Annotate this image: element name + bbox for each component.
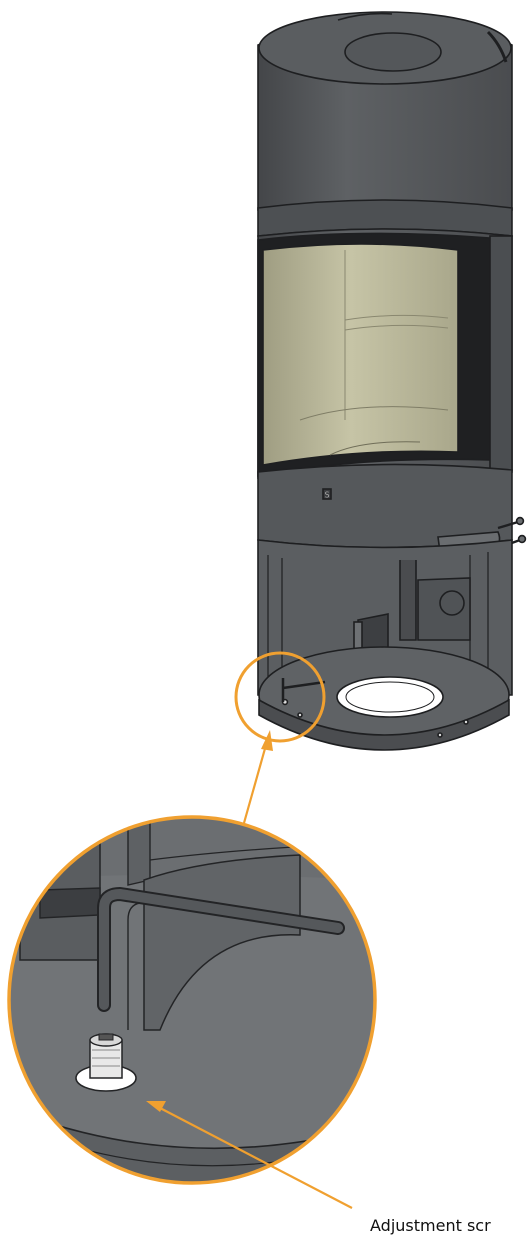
screw-pointer-head [146, 1101, 166, 1112]
callout-arrow-line [242, 744, 268, 824]
highlight-circle [234, 651, 326, 743]
top-plate [344, 32, 442, 72]
zoom-circle [7, 815, 377, 1185]
s-logo-icon: S [325, 491, 330, 500]
stove: S [257, 11, 527, 751]
zoom-detail [7, 815, 377, 1185]
base-rim [258, 698, 510, 751]
side-panel [489, 235, 513, 473]
door-glass [262, 243, 459, 466]
screw-pointer-line [159, 1107, 353, 1209]
base-opening [336, 676, 444, 718]
adjustment-screw-label: Adjustment scr [370, 1216, 491, 1235]
brand-badge [322, 488, 332, 500]
callout-arrow-head [261, 730, 273, 751]
